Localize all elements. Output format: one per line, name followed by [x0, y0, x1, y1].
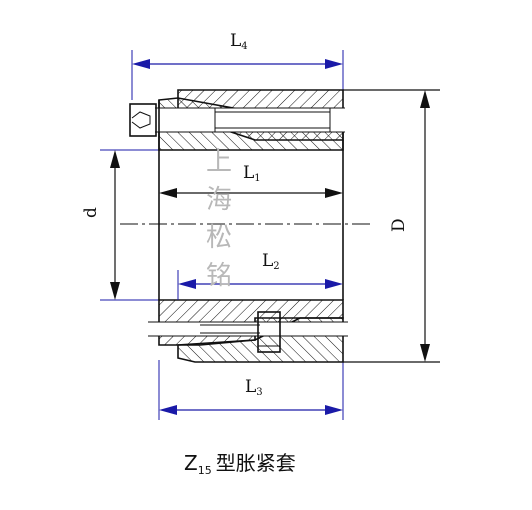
- watermark-char-3: 松: [206, 223, 232, 253]
- l3-sub: 3: [256, 387, 262, 398]
- l4-sub: 4: [241, 41, 247, 52]
- watermark: 上 海 松 铭: [206, 147, 232, 291]
- l1-letter: L: [243, 163, 254, 183]
- svg-text:L4: L4: [230, 31, 248, 52]
- d-label: d: [81, 207, 101, 218]
- caption: Z15 型胀紧套: [184, 451, 296, 477]
- dimension-L2: L2: [177, 251, 343, 300]
- l2-letter: L: [262, 251, 273, 271]
- dimension-L3: L3: [159, 377, 343, 415]
- dimension-L4: L4: [132, 31, 343, 69]
- l3-letter: L: [245, 377, 256, 397]
- extension-lines: [100, 50, 440, 420]
- l4-letter: L: [230, 31, 241, 51]
- watermark-char-4: 铭: [206, 261, 232, 291]
- watermark-char-1: 上: [206, 147, 232, 177]
- caption-sub: 15: [198, 464, 212, 477]
- caption-title: 型胀紧套: [216, 451, 296, 475]
- l2-sub: 2: [273, 261, 279, 272]
- upper-section: [129, 89, 345, 151]
- dimension-d: d: [81, 150, 120, 300]
- dimension-L1: L1: [159, 163, 343, 198]
- svg-text:L1: L1: [243, 163, 261, 184]
- svg-text:L3: L3: [245, 377, 263, 398]
- svg-text:L2: L2: [262, 251, 280, 272]
- body-walls: [158, 140, 344, 300]
- watermark-char-2: 海: [206, 185, 232, 215]
- lower-section: [148, 299, 348, 363]
- l1-sub: 1: [254, 173, 260, 184]
- caption-prefix: Z: [184, 451, 198, 475]
- D-label: D: [389, 218, 409, 232]
- dimension-D: D: [389, 90, 430, 362]
